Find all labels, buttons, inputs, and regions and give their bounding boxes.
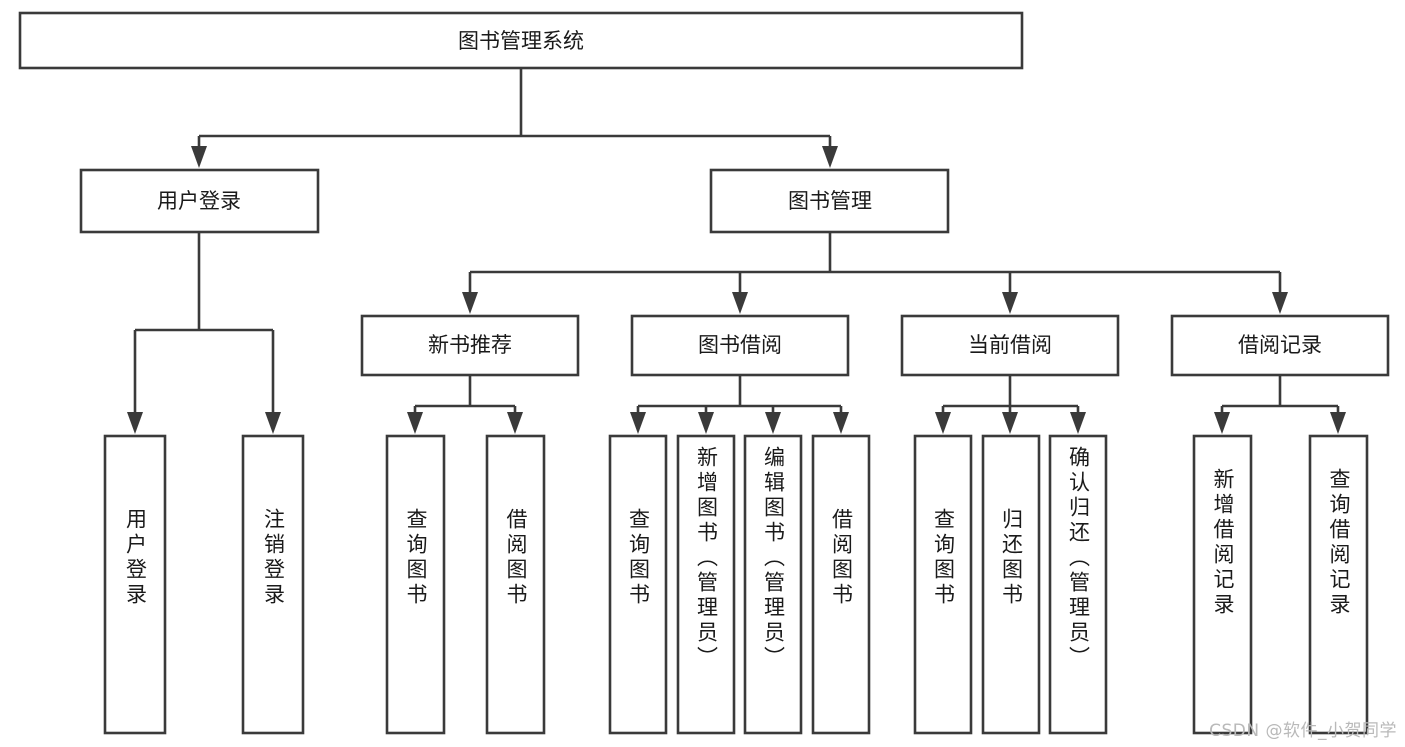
node-book-manage-label: 图书管理 bbox=[788, 189, 872, 213]
node-borrow-record-box[interactable] bbox=[1170, 314, 1390, 377]
leaf-currentborrow-query-box[interactable] bbox=[913, 434, 973, 735]
leaf-newbook-borrow-box[interactable] bbox=[485, 434, 546, 735]
arrow-currentborrow-leaf-1-icon bbox=[935, 412, 951, 434]
node-current-borrow-box[interactable] bbox=[900, 314, 1120, 377]
arrow-currentborrow-leaf-2-icon bbox=[1002, 412, 1018, 434]
arrow-user-leaf-1-icon bbox=[127, 412, 143, 434]
arrow-root-to-user-icon bbox=[191, 146, 207, 168]
arrow-bookborrow-leaf-1-icon bbox=[630, 412, 646, 434]
arrow-newbook-leaf-1-icon bbox=[407, 412, 423, 434]
node-new-book-label: 新书推荐 bbox=[428, 333, 512, 357]
arrow-borrowrecord-leaf-2-icon bbox=[1330, 412, 1346, 434]
leaf-borrowrecord-query-box[interactable] bbox=[1308, 434, 1369, 735]
node-user-login-label: 用户登录 bbox=[157, 189, 241, 213]
arrow-bookborrow-leaf-2-icon bbox=[698, 412, 714, 434]
arrow-book-child-4-icon bbox=[1272, 292, 1288, 314]
node-new-book-box[interactable] bbox=[360, 314, 580, 377]
leaf-user-logout-box[interactable] bbox=[241, 434, 305, 735]
node-book-borrow-box[interactable] bbox=[630, 314, 850, 377]
node-borrow-record-label: 借阅记录 bbox=[1238, 333, 1322, 357]
arrow-book-child-3-icon bbox=[1002, 292, 1018, 314]
node-current-borrow-label: 当前借阅 bbox=[968, 333, 1052, 357]
leaf-bookborrow-borrow-box[interactable] bbox=[811, 434, 871, 735]
arrow-root-to-book-icon bbox=[822, 146, 838, 168]
leaf-currentborrow-confirm-box[interactable] bbox=[1048, 434, 1108, 735]
node-root-box[interactable] bbox=[18, 11, 1024, 70]
arrow-book-child-2-icon bbox=[732, 292, 748, 314]
leaf-bookborrow-edit-box[interactable] bbox=[743, 434, 803, 735]
leaf-newbook-query-box[interactable] bbox=[385, 434, 446, 735]
arrow-bookborrow-leaf-4-icon bbox=[833, 412, 849, 434]
arrow-user-leaf-2-icon bbox=[265, 412, 281, 434]
arrow-bookborrow-leaf-3-icon bbox=[765, 412, 781, 434]
leaf-borrowrecord-add-box[interactable] bbox=[1192, 434, 1253, 735]
leaf-currentborrow-return-box[interactable] bbox=[981, 434, 1041, 735]
leaf-bookborrow-query-box[interactable] bbox=[608, 434, 668, 735]
node-root-label: 图书管理系统 bbox=[458, 29, 584, 53]
node-book-borrow-label: 图书借阅 bbox=[698, 333, 782, 357]
arrow-currentborrow-leaf-3-icon bbox=[1070, 412, 1086, 434]
leaf-bookborrow-add-box[interactable] bbox=[676, 434, 736, 735]
node-book-manage-box[interactable] bbox=[709, 168, 950, 234]
leaf-user-login-box[interactable] bbox=[103, 434, 167, 735]
watermark-text: CSDN @软件_小贺同学 bbox=[1209, 721, 1397, 741]
arrow-newbook-leaf-2-icon bbox=[507, 412, 523, 434]
arrow-book-child-1-icon bbox=[462, 292, 478, 314]
arrow-borrowrecord-leaf-1-icon bbox=[1214, 412, 1230, 434]
